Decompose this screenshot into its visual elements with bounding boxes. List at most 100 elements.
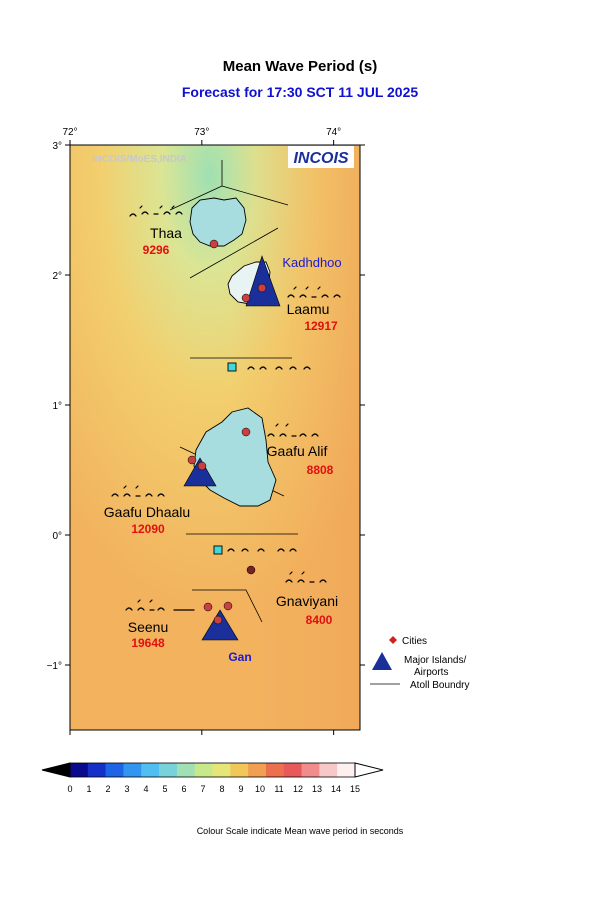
colorbar-tick-label-2: 2 <box>105 784 110 794</box>
airport-gan-triangle <box>201 609 239 641</box>
boundary-thaa-laamu <box>189 227 279 279</box>
island-fuvahmulah-square <box>213 545 223 555</box>
colorbar-swatch-12 <box>283 763 302 777</box>
y-tick-label-3: 0° <box>52 531 62 542</box>
forecast-subtitle: Forecast for 17:30 SCT 11 JUL 2025 <box>181 84 419 100</box>
boundary-thaa-right <box>221 185 289 206</box>
y-tick-label-1: 2° <box>52 271 62 282</box>
legend-cities-label: Cities <box>402 636 427 647</box>
legend-boundary-label: Atoll Boundry <box>410 680 469 691</box>
colorbar-swatch-10 <box>248 763 267 777</box>
atoll-value-seenu: 19648 <box>131 636 165 650</box>
atoll-value-gaafualif: 8808 <box>307 463 334 477</box>
colorbar-swatch-7 <box>194 763 213 777</box>
atoll-labels: Thaa 9296 Laamu 12917 Gaafu Alif 8808 Ga… <box>104 225 342 664</box>
atoll-name-gaafualif: Gaafu Alif <box>267 443 328 459</box>
colorbar-swatch-0 <box>70 763 89 777</box>
colorbar-swatch-8 <box>212 763 231 777</box>
map-ticks <box>65 140 365 735</box>
x-tick-label-2: 74° <box>326 127 341 138</box>
colorbar-tick-label-11: 11 <box>274 784 283 794</box>
city-seenu-2 <box>223 601 233 611</box>
city-seenu-3 <box>213 615 223 625</box>
city-laamu-2 <box>257 283 267 293</box>
colorbar-tick-label-5: 5 <box>162 784 167 794</box>
colorbar-swatch-15 <box>337 763 356 777</box>
atoll-value-thaa: 9296 <box>143 243 170 257</box>
atoll-value-gaafudhaalu: 12090 <box>131 522 165 536</box>
city-gnaviyani <box>246 565 256 575</box>
legend-islands-label-1: Major Islands/ <box>404 655 466 666</box>
city-markers <box>187 239 267 625</box>
y-tick-label-4: −1° <box>47 661 62 672</box>
incois-logo: INCOIS <box>288 146 354 168</box>
colorbar-swatch-13 <box>301 763 320 777</box>
city-thaa <box>209 239 219 249</box>
legend-city-icon <box>389 636 397 644</box>
map-frame <box>69 144 361 731</box>
thaana-labels <box>111 205 341 611</box>
colorbar-tick-label-8: 8 <box>219 784 224 794</box>
colorbar-swatch-3 <box>123 763 142 777</box>
colorbar-tick-label-1: 1 <box>86 784 91 794</box>
island-middle-square <box>227 362 237 372</box>
map-title: Mean Wave Period (s) <box>222 58 378 75</box>
thaana-laamu <box>287 286 341 298</box>
city-huvadhu-1 <box>241 427 251 437</box>
city-laamu-1 <box>241 293 251 303</box>
colorbar-tick-label-15: 15 <box>350 784 360 794</box>
colorbar-tick-label-0: 0 <box>67 784 72 794</box>
colorbar-swatch-2 <box>105 763 124 777</box>
atoll-name-seenu: Seenu <box>128 619 168 635</box>
colorbar-swatch-11 <box>265 763 285 777</box>
colorbar-tick-label-9: 9 <box>238 784 243 794</box>
thaana-middle <box>247 366 311 370</box>
colorbar-tick-label-4: 4 <box>143 784 148 794</box>
thaana-thaa <box>129 205 183 217</box>
island-thaa <box>189 197 247 247</box>
island-huvadhu <box>193 407 277 507</box>
atoll-name-gaafudhaalu: Gaafu Dhaalu <box>104 504 190 520</box>
atoll-value-laamu: 12917 <box>304 319 338 333</box>
thaana-gnaviyani <box>285 571 327 583</box>
map-tick-labels: 72° 73° 74° 3° 2° 1° 0° −1° <box>47 127 342 672</box>
colorbar-swatch-6 <box>176 763 195 777</box>
atoll-value-gnaviyani: 8400 <box>306 613 333 627</box>
thaana-gaafualif <box>267 423 319 437</box>
map-legend: Cities Major Islands/ Airports Atoll Bou… <box>370 636 469 691</box>
city-gaafudhaalu-1 <box>187 455 197 465</box>
colorbar-swatch-4 <box>141 763 160 777</box>
thaana-gaafudhaalu <box>111 485 165 497</box>
colorbar-tick-label-7: 7 <box>200 784 205 794</box>
atoll-name-laamu: Laamu <box>287 301 330 317</box>
city-seenu-1 <box>203 602 213 612</box>
airport-markers <box>183 255 281 641</box>
atoll-name-gnaviyani: Gnaviyani <box>276 593 338 609</box>
x-tick-label-1: 73° <box>194 127 209 138</box>
colorbar-tick-label-6: 6 <box>181 784 186 794</box>
thaana-seenu <box>125 599 195 611</box>
y-tick-label-0: 3° <box>52 141 62 152</box>
colorbar-frame <box>69 762 356 778</box>
airport-name-kadhdhoo: Kadhdhoo <box>282 255 341 270</box>
airport-kadhdhoo-triangle <box>245 255 281 307</box>
colorbar-tick-label-10: 10 <box>255 784 265 794</box>
colorbar-min-arrow <box>41 762 71 778</box>
y-tick-label-2: 1° <box>52 401 62 412</box>
colorbar-tick-label-13: 13 <box>312 784 322 794</box>
watermark: INCOIS/MoES,INDIA <box>92 154 187 165</box>
x-tick-label-0: 72° <box>62 127 77 138</box>
colorbar-swatch-14 <box>319 763 338 777</box>
colorbar-tick-label-14: 14 <box>331 784 341 794</box>
city-gaafudhaalu-2 <box>197 461 207 471</box>
colorbar-swatch-9 <box>230 763 249 777</box>
colorbar-tick-label-3: 3 <box>124 784 129 794</box>
colorbar-max-arrow <box>354 762 384 778</box>
thaana-fuvahmulah <box>227 548 297 552</box>
legend-island-icon <box>372 652 392 670</box>
airport-gaafudhaalu-triangle <box>183 457 217 487</box>
airport-name-gan: Gan <box>228 650 251 664</box>
colorbar-swatch-5 <box>159 763 178 777</box>
